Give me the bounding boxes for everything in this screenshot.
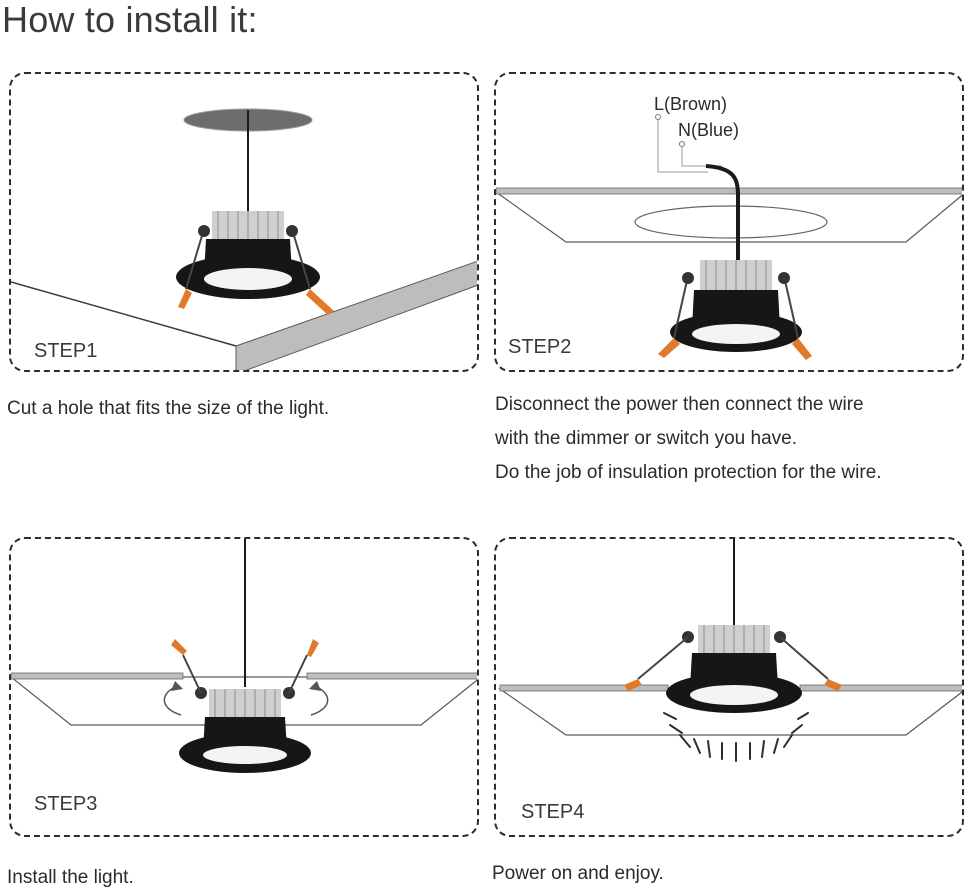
downlight bbox=[171, 639, 319, 773]
ceiling-board-edge-left bbox=[11, 672, 184, 680]
downlight bbox=[624, 625, 842, 713]
step-label: STEP3 bbox=[34, 793, 98, 815]
clip-spring-left bbox=[198, 225, 210, 237]
ceiling-hole bbox=[634, 205, 828, 239]
clip-left bbox=[178, 289, 192, 309]
clip-right bbox=[307, 639, 319, 657]
downlight bbox=[176, 211, 334, 315]
step3-caption: Install the light. bbox=[7, 867, 134, 888]
clip-left bbox=[171, 639, 187, 655]
step1-panel: STEP1 bbox=[9, 72, 479, 372]
downlight bbox=[658, 260, 812, 360]
rotate-arrow-left-icon bbox=[163, 686, 182, 716]
step2-illustration: L(Brown) N(Blue) bbox=[496, 94, 962, 360]
wire-neutral-label: N(Blue) bbox=[678, 120, 739, 140]
step2-caption-line1: Disconnect the power then connect the wi… bbox=[495, 394, 864, 415]
step1-caption: Cut a hole that fits the size of the lig… bbox=[7, 398, 330, 419]
led-lens bbox=[204, 268, 292, 290]
rotate-arrow-right-icon bbox=[310, 686, 329, 716]
clip-spring-right bbox=[286, 225, 298, 237]
ceiling-board-left bbox=[11, 282, 236, 370]
step2-panel: L(Brown) N(Blue) STEP2 bbox=[494, 72, 964, 372]
page-title: How to install it: bbox=[2, 0, 258, 40]
wire-neutral bbox=[681, 144, 722, 167]
step2-caption-line2: with the dimmer or switch you have. bbox=[495, 428, 798, 449]
ceiling-board-edge-right bbox=[799, 684, 962, 692]
led-lens bbox=[692, 324, 780, 344]
clip-left bbox=[658, 338, 680, 358]
step4-panel: STEP4 bbox=[494, 537, 964, 837]
step4-illustration bbox=[498, 539, 962, 762]
step3-illustration bbox=[11, 539, 477, 773]
ceiling-board-edge bbox=[496, 187, 962, 195]
step4-caption: Power on and enjoy. bbox=[492, 863, 664, 884]
ceiling-board-edge-left bbox=[499, 684, 669, 692]
step3-panel: STEP3 bbox=[9, 537, 479, 837]
light-rays-icon bbox=[663, 712, 809, 762]
clip-right bbox=[306, 289, 334, 315]
led-lens bbox=[203, 746, 287, 764]
clip-right bbox=[792, 338, 812, 360]
clip-spring-left bbox=[682, 272, 694, 284]
clip-spring-right bbox=[778, 272, 790, 284]
step-label: STEP2 bbox=[508, 336, 572, 358]
clip-left bbox=[624, 679, 642, 691]
step1-illustration bbox=[11, 108, 477, 370]
led-lens bbox=[690, 685, 778, 705]
ceiling-board-edge-right bbox=[306, 672, 477, 680]
clip-right bbox=[824, 679, 842, 691]
wire-live-label: L(Brown) bbox=[654, 94, 727, 114]
step2-caption-line3: Do the job of insulation protection for … bbox=[495, 462, 882, 483]
ceiling-board-cut-edge bbox=[235, 260, 477, 370]
step-label: STEP4 bbox=[521, 801, 585, 823]
ceiling-edge-line bbox=[11, 281, 237, 347]
wire-live bbox=[657, 118, 708, 173]
power-cable bbox=[705, 164, 740, 260]
step-label: STEP1 bbox=[34, 340, 98, 362]
